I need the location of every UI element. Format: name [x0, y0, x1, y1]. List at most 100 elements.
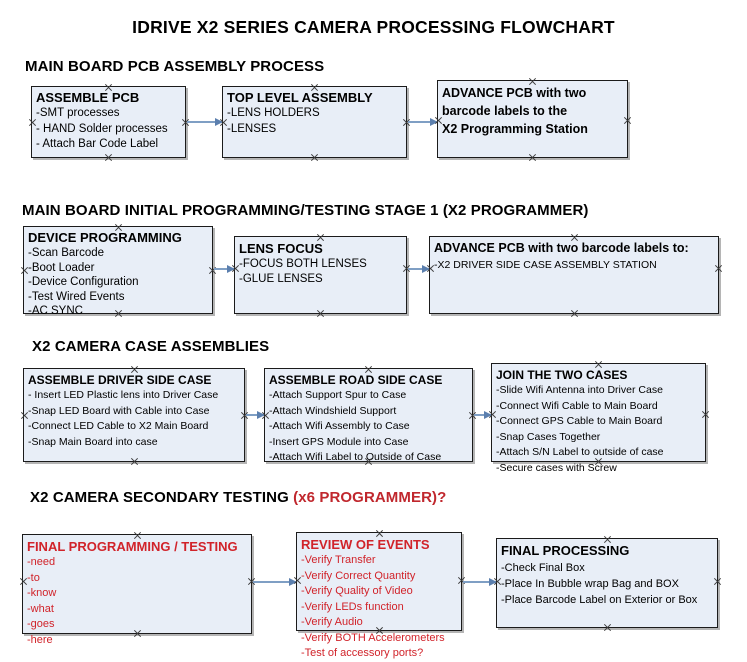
- node-line: -Connect GPS Cable to Main Board: [496, 415, 663, 427]
- resize-handle-bottom[interactable]: [375, 626, 384, 635]
- node-line: -Verify Quality of Video: [301, 585, 413, 597]
- resize-handle-top[interactable]: [364, 365, 373, 374]
- node-line: -Boot Loader: [28, 261, 95, 274]
- node-line: -Verify Correct Quantity: [301, 569, 416, 582]
- node-line: -goes: [27, 618, 55, 630]
- node-line: -FOCUS BOTH LENSES: [239, 258, 367, 270]
- resize-handle-top[interactable]: [316, 233, 325, 242]
- section-heading-x2-camera-case-assemblies: X2 CAMERA CASE ASSEMBLIES: [32, 338, 269, 355]
- resize-handle-left[interactable]: [20, 411, 29, 420]
- resize-handle-bottom[interactable]: [133, 629, 142, 638]
- resize-handle-top[interactable]: [603, 535, 612, 544]
- node-assemble-driver-side-case[interactable]: ASSEMBLE DRIVER SIDE CASE - Insert LED P…: [23, 368, 245, 462]
- node-title: REVIEW OF EVENTS: [301, 537, 430, 552]
- section-heading-text: MAIN BOARD PCB ASSEMBLY PROCESS: [25, 58, 325, 75]
- resize-handle-left[interactable]: [261, 411, 270, 420]
- resize-handle-bottom[interactable]: [570, 309, 579, 318]
- node-line: -AC SYNC: [28, 305, 83, 317]
- node-advance-pcb-programming-station[interactable]: ADVANCE PCB with two barcode labels to t…: [437, 80, 628, 158]
- node-line: -here: [27, 633, 53, 646]
- node-line: - Insert LED Plastic lens into Driver Ca…: [28, 389, 219, 401]
- node-line: -Attach S/N Label to outside of case: [496, 446, 664, 458]
- resize-handle-left[interactable]: [231, 264, 240, 273]
- resize-handle-bottom[interactable]: [603, 623, 612, 632]
- node-title: JOIN THE TWO CASES: [496, 368, 628, 382]
- node-review-of-events[interactable]: REVIEW OF EVENTS -Verify Transfer -Verif…: [293, 529, 462, 659]
- resize-handle-bottom[interactable]: [114, 309, 123, 318]
- node-title: ADVANCE PCB with two: [442, 86, 587, 100]
- resize-handle-right[interactable]: [623, 116, 632, 125]
- resize-handle-left[interactable]: [488, 410, 497, 419]
- node-final-processing[interactable]: FINAL PROCESSING -Check Final Box -Place…: [496, 538, 718, 628]
- resize-handle-top[interactable]: [130, 365, 139, 374]
- node-line: -Verify LEDs function: [301, 600, 404, 613]
- resize-handle-right[interactable]: [701, 410, 710, 419]
- resize-handle-bottom[interactable]: [316, 309, 325, 318]
- node-line: -GLUE LENSES: [239, 273, 323, 285]
- resize-handle-left[interactable]: [293, 576, 302, 585]
- node-line: X2 Programming Station: [442, 122, 588, 136]
- resize-handle-bottom[interactable]: [310, 153, 319, 162]
- connector-assemble-pcb-to-top-level: [187, 118, 223, 126]
- resize-handle-top[interactable]: [133, 531, 142, 540]
- node-line: -Attach Wifi Assembly to Case: [269, 420, 410, 432]
- node-title: LENS FOCUS: [239, 241, 323, 256]
- node-top-level-assembly[interactable]: TOP LEVEL ASSEMBLY -LENS HOLDERS -LENSES: [222, 86, 407, 158]
- section-heading-text: X2 CAMERA CASE ASSEMBLIES: [32, 338, 270, 355]
- node-line: -Device Configuration: [28, 276, 139, 288]
- node-line: barcode labels to the: [442, 104, 568, 118]
- connector-review-events-to-final-processing: [463, 578, 497, 586]
- resize-handle-top[interactable]: [528, 77, 537, 86]
- node-advance-pcb-driver-side[interactable]: ADVANCE PCB with two barcode labels to: …: [429, 236, 719, 314]
- resize-handle-top[interactable]: [594, 360, 603, 369]
- node-line: -X2 DRIVER SIDE CASE ASSEMBLY STATION: [434, 259, 657, 271]
- section-heading-main-board-pcb-assembly: MAIN BOARD PCB ASSEMBLY PROCESS: [25, 58, 324, 75]
- resize-handle-bottom[interactable]: [104, 153, 113, 162]
- resize-handle-bottom[interactable]: [594, 457, 603, 466]
- resize-handle-left[interactable]: [19, 577, 28, 586]
- node-title: ASSEMBLE ROAD SIDE CASE: [269, 373, 443, 387]
- node-title: ASSEMBLE DRIVER SIDE CASE: [28, 373, 212, 387]
- resize-handle-right[interactable]: [713, 577, 722, 586]
- node-line: -Place In Bubble wrap Bag and BOX: [501, 578, 679, 590]
- resize-handle-top[interactable]: [375, 529, 384, 538]
- resize-handle-left[interactable]: [493, 577, 502, 586]
- section-heading-x2-camera-secondary-testing: X2 CAMERA SECONDARY TESTING (x6 PROGRAMM…: [30, 489, 446, 506]
- resize-handle-left[interactable]: [28, 118, 37, 127]
- resize-handle-bottom[interactable]: [528, 153, 537, 162]
- node-lens-focus[interactable]: LENS FOCUS -FOCUS BOTH LENSES -GLUE LENS…: [234, 236, 407, 314]
- node-line: - Attach Bar Code Label: [36, 138, 159, 150]
- node-final-programming-testing[interactable]: FINAL PROGRAMMING / TESTING -need -to -k…: [19, 531, 252, 646]
- node-assemble-road-side-case[interactable]: ASSEMBLE ROAD SIDE CASE -Attach Support …: [261, 365, 473, 463]
- resize-handle-left[interactable]: [20, 266, 29, 275]
- node-line: -Verify Transfer: [301, 554, 376, 566]
- page-title: IDRIVE X2 SERIES CAMERA PROCESSING FLOWC…: [132, 17, 615, 37]
- node-device-programming[interactable]: DEVICE PROGRAMMING -Scan Barcode -Boot L…: [20, 223, 213, 317]
- node-assemble-pcb[interactable]: ASSEMBLE PCB -SMT processes - HAND Solde…: [31, 86, 186, 158]
- resize-handle-left[interactable]: [219, 118, 228, 127]
- resize-handle-left[interactable]: [434, 116, 443, 125]
- resize-handle-bottom[interactable]: [364, 457, 373, 466]
- resize-handle-right[interactable]: [208, 266, 217, 275]
- connector-final-programming-to-review-events: [253, 578, 297, 586]
- resize-handle-bottom[interactable]: [130, 457, 139, 466]
- node-line: - HAND Solder processes: [36, 122, 168, 135]
- node-line: -Attach Support Spur to Case: [269, 389, 407, 401]
- resize-handle-top[interactable]: [114, 223, 123, 232]
- node-line: -Snap Cases Together: [496, 430, 601, 443]
- resize-handle-left[interactable]: [426, 264, 435, 273]
- section-heading-text: MAIN BOARD INITIAL PROGRAMMING/TESTING S…: [22, 202, 589, 219]
- node-title: FINAL PROGRAMMING / TESTING: [27, 539, 238, 554]
- resize-handle-top[interactable]: [310, 83, 319, 92]
- node-title: DEVICE PROGRAMMING: [28, 230, 182, 245]
- node-line: -what: [27, 602, 54, 615]
- node-join-the-two-cases[interactable]: JOIN THE TWO CASES -Slide Wifi Antenna i…: [488, 360, 706, 474]
- node-line: -know: [27, 587, 57, 599]
- node-line-overflow: -Test of accessory ports?: [301, 647, 424, 659]
- resize-handle-top[interactable]: [570, 233, 579, 242]
- resize-handle-top[interactable]: [104, 83, 113, 92]
- node-title: FINAL PROCESSING: [501, 543, 630, 558]
- resize-handle-right[interactable]: [714, 264, 723, 273]
- node-line: -Insert GPS Module into Case: [269, 435, 409, 448]
